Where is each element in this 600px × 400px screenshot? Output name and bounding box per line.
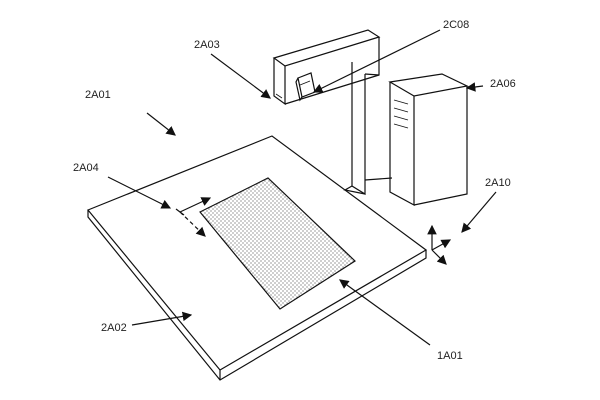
label-2a03: 2A03 — [194, 39, 220, 51]
computer-tower — [390, 74, 467, 205]
label-2a01: 2A01 — [85, 89, 111, 101]
label-2a06: 2A06 — [490, 78, 516, 90]
motion-origin — [176, 209, 184, 215]
labels: 2A01 2A03 2C08 2A06 2A10 2A04 2A02 1A01 — [73, 19, 516, 362]
leader-2a04 — [108, 177, 170, 208]
drive-bay-4 — [394, 124, 408, 128]
tower-top — [390, 74, 467, 96]
label-2a02: 2A02 — [101, 322, 127, 334]
y-motion-arrow — [180, 212, 205, 236]
camera-lens-line — [300, 81, 310, 85]
arm-top — [274, 30, 379, 66]
drive-bay-3 — [394, 116, 408, 120]
tower-left-side — [390, 82, 414, 205]
sample-sheet — [200, 178, 355, 309]
label-2a10: 2A10 — [485, 177, 511, 189]
sheet-surface — [200, 178, 355, 309]
label-2c08: 2C08 — [443, 19, 469, 31]
leader-2a01 — [147, 113, 175, 135]
drive-bay-1 — [394, 100, 408, 104]
axis-y — [432, 250, 446, 264]
support-arm — [274, 30, 379, 194]
connection-cable — [365, 178, 392, 180]
drive-bay-2 — [394, 108, 408, 112]
arm-joint — [365, 74, 379, 75]
coordinate-axes — [432, 226, 450, 264]
label-1a01: 1A01 — [437, 350, 463, 362]
leader-2a03 — [211, 54, 270, 98]
leader-2c08 — [314, 30, 440, 92]
leader-2a06 — [467, 86, 483, 88]
leader-arrows — [108, 30, 496, 345]
label-2a04: 2A04 — [73, 162, 99, 174]
leader-1a01 — [340, 280, 430, 345]
leader-2a10 — [462, 192, 496, 232]
tower-front-edge — [414, 86, 467, 205]
axis-x — [432, 240, 450, 250]
